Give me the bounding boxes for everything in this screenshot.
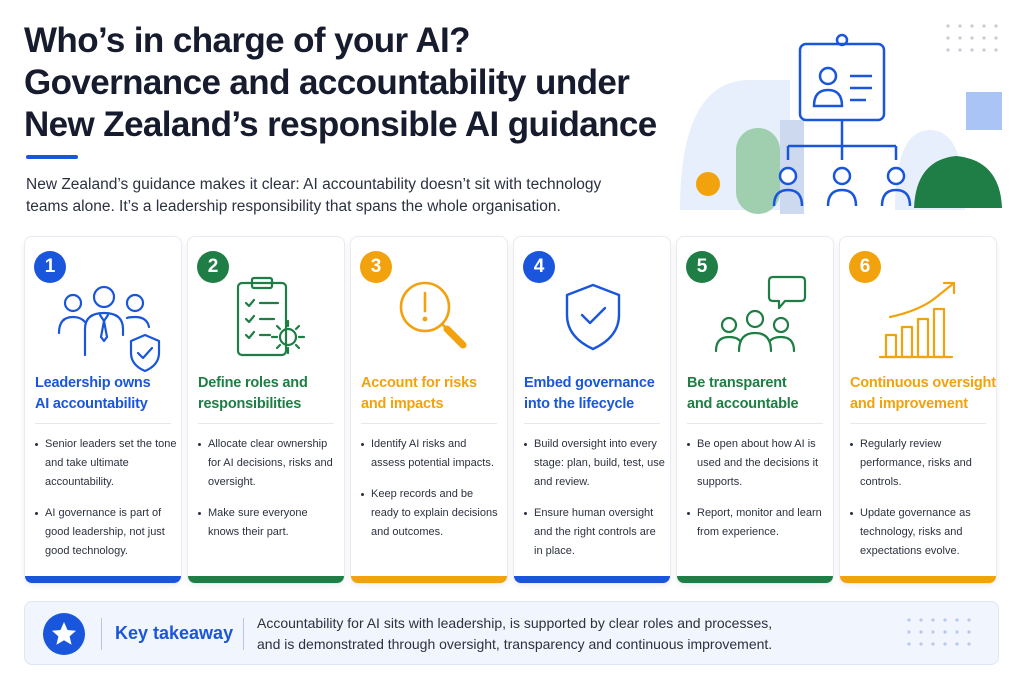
org-chart-illustration [680,24,1002,214]
card-accent-bar [514,576,670,583]
card-title-line: responsibilities [198,396,302,412]
divider [101,618,102,650]
title-line: New Zealand’s responsible AI guidance [24,105,657,144]
bullet-item: Be open about how AI is used and the dec… [687,435,829,492]
step-number-badge: 4 [523,251,555,283]
bullet-item: Build oversight into every stage: plan, … [524,435,666,492]
card-bullets: Identify AI risks and assess potential i… [361,435,503,554]
card-title-line: and improvement [850,396,968,412]
takeaway-line: Accountability for AI sits with leadersh… [257,615,773,631]
group-speech-bubble-icon [714,275,807,353]
shield-check-icon [565,283,621,351]
step-number-badge: 1 [34,251,66,283]
card-title-line: and accountable [687,396,799,412]
takeaway-text: Accountability for AI sits with leadersh… [257,613,837,655]
card-divider [361,423,497,424]
card-title-line: Continuous oversight [850,375,996,391]
card-title-line: and impacts [361,396,444,412]
card-accent-bar [677,576,833,583]
bullet-item: Keep records and be ready to explain dec… [361,485,503,542]
bullet-item: Identify AI risks and assess potential i… [361,435,503,473]
intro-line: New Zealand’s guidance makes it clear: A… [26,176,602,193]
intro-line: teams alone. It’s a leadership responsib… [26,198,561,215]
bar-chart-trend-icon [878,281,956,359]
step-number-badge: 2 [197,251,229,283]
card-divider [35,423,171,424]
card-title-line: AI accountability [35,396,148,412]
card-divider [850,423,986,424]
bullet-item: Make sure everyone knows their part. [198,504,340,542]
people-shield-icon [57,285,161,373]
clipboard-checklist-gear-icon [236,276,306,357]
card-accent-bar [351,576,507,583]
card-divider [524,423,660,424]
principle-card-risks: 3 Account for risks and impacts Identify… [350,236,508,584]
card-title-line: Embed governance [524,375,655,391]
intro-text: New Zealand’s guidance makes it clear: A… [26,174,626,218]
card-title: Define roles and responsibilities [198,373,344,415]
principle-card-leadership: 1 Leadership owns AI accountability Seni… [24,236,182,584]
card-title: Account for risks and impacts [361,373,507,415]
card-bullets: Regularly review performance, risks and … [850,435,992,573]
star-icon [43,613,85,655]
principle-card-roles: 2 Define roles and responsibilities Allo… [187,236,345,584]
card-title-line: into the lifecycle [524,396,635,412]
card-title: Continuous oversight and improvement [850,373,996,415]
bullet-item: AI governance is part of good leadership… [35,504,177,561]
card-accent-bar [840,576,996,583]
title-underline [26,155,78,159]
card-divider [198,423,334,424]
bullet-item: Regularly review performance, risks and … [850,435,992,492]
card-title-line: Define roles and [198,375,308,391]
title-line: Who’s in charge of your AI? [24,21,471,60]
card-bullets: Be open about how AI is used and the dec… [687,435,829,554]
bullet-item: Allocate clear ownership for AI decision… [198,435,340,492]
card-title-line: Account for risks [361,375,477,391]
step-number-badge: 3 [360,251,392,283]
card-bullets: Allocate clear ownership for AI decision… [198,435,340,554]
card-bullets: Build oversight into every stage: plan, … [524,435,666,573]
step-number-badge: 6 [849,251,881,283]
bullet-item: Update governance as technology, risks a… [850,504,992,561]
card-accent-bar [25,576,181,583]
divider [243,618,244,650]
takeaway-line: and is demonstrated through oversight, t… [257,636,773,652]
takeaway-label: Key takeaway [115,623,234,643]
principle-card-improvement: 6 Continuous oversight and improvement R… [839,236,997,584]
card-title-line: Leadership owns [35,375,151,391]
card-title: Be transparent and accountable [687,373,833,415]
page-title: Who’s in charge of your AI? Governance a… [24,20,664,146]
card-bullets: Senior leaders set the tone and take ult… [35,435,177,573]
principle-card-transparency: 5 Be transparent and accountable Be open… [676,236,834,584]
principles-cards: 1 Leadership owns AI accountability Seni… [24,236,998,584]
bullet-item: Ensure human oversight and the right con… [524,504,666,561]
card-divider [687,423,823,424]
bullet-item: Report, monitor and learn from experienc… [687,504,829,542]
card-accent-bar [188,576,344,583]
title-line: Governance and accountability under [24,63,630,102]
bullet-item: Senior leaders set the tone and take ult… [35,435,177,492]
principle-card-lifecycle: 4 Embed governance into the lifecycle Bu… [513,236,671,584]
card-title: Embed governance into the lifecycle [524,373,670,415]
dot-grid-decoration [907,618,971,646]
dot-grid-decoration [946,24,998,52]
card-title: Leadership owns AI accountability [35,373,181,415]
magnifier-exclamation-icon [399,281,467,349]
key-takeaway-banner: Key takeaway Accountability for AI sits … [24,601,999,665]
step-number-badge: 5 [686,251,718,283]
card-title-line: Be transparent [687,375,787,391]
